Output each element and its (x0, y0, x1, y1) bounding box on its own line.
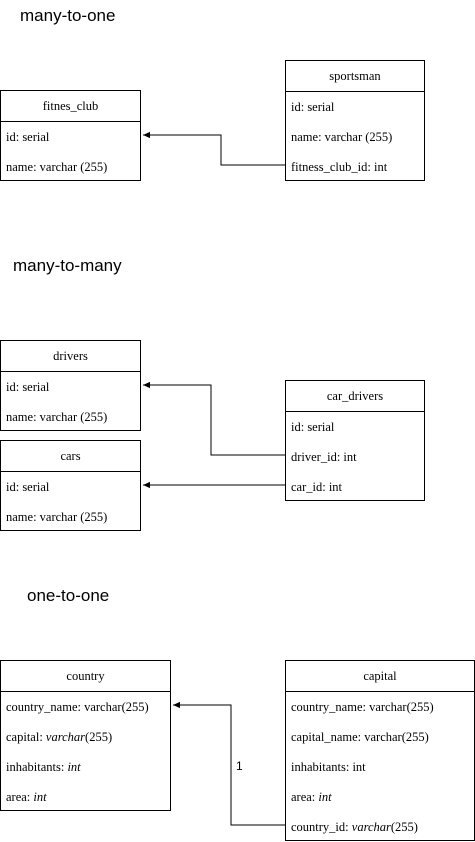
table-capital-field-country-id[interactable]: country_id: varchar(255) (286, 812, 474, 842)
table-capital-field-capital-name[interactable]: capital_name: varchar(255) (291, 730, 429, 744)
table-capital-field-area[interactable]: area: int (286, 782, 474, 812)
table-drivers-field-name[interactable]: name: varchar (255) (6, 410, 108, 424)
relation-capital-to-country[interactable] (173, 701, 285, 826)
table-fitnes-club-title: fitnes_club (1, 91, 140, 122)
table-cars-title: cars (1, 441, 140, 472)
field-type: int (33, 790, 47, 804)
table-sportsman-field-name[interactable]: name: varchar (255) (291, 130, 393, 144)
table-car-drivers-field-id[interactable]: id: serial (291, 420, 335, 434)
table-country-field-capital[interactable]: capital: varchar(255) (1, 722, 170, 752)
table-cars[interactable]: cars id: serial name: varchar (255) (0, 440, 141, 531)
field-type: varchar (45, 730, 86, 744)
table-drivers-field-id[interactable]: id: serial (6, 380, 50, 394)
table-sportsman[interactable]: sportsman id: serial name: varchar (255)… (285, 60, 425, 181)
section-title-many-to-many: many-to-many (13, 256, 122, 275)
table-cars-field-id[interactable]: id: serial (6, 480, 50, 494)
field-type: varchar (351, 820, 391, 834)
table-country-field-inhabitants[interactable]: inhabitants: int (1, 752, 170, 782)
table-country[interactable]: country country_name: varchar(255) capit… (0, 660, 171, 811)
table-fitnes-club-field-name[interactable]: name: varchar (255) (6, 160, 108, 174)
table-sportsman-field-fitness-club-id[interactable]: fitness_club_id: int (291, 160, 388, 174)
table-sportsman-title: sportsman (286, 61, 424, 92)
table-drivers-title: drivers (1, 341, 140, 372)
relation-cardinality-label: 1 (236, 759, 243, 773)
table-sportsman-field-id[interactable]: id: serial (291, 100, 335, 114)
table-car-drivers-title: car_drivers (286, 381, 424, 412)
table-capital-title: capital (286, 661, 474, 692)
field-label: country_id: (291, 820, 352, 834)
section-title-one-to-one: one-to-one (27, 586, 110, 605)
table-capital[interactable]: capital country_name: varchar(255) capit… (285, 660, 475, 841)
relation-sportsman-to-fitnes-club[interactable] (143, 131, 285, 166)
section-title-many-to-one: many-to-one (20, 6, 116, 25)
field-length: (255) (85, 730, 113, 744)
table-cars-field-name[interactable]: name: varchar (255) (6, 510, 108, 524)
field-label: area: (291, 790, 319, 804)
relation-car-drivers-to-drivers[interactable] (143, 381, 285, 456)
table-fitnes-club-field-id[interactable]: id: serial (6, 130, 50, 144)
field-type: int (318, 790, 332, 804)
table-capital-field-country-name[interactable]: country_name: varchar(255) (291, 700, 434, 714)
table-country-field-area[interactable]: area: int (1, 782, 170, 812)
table-drivers[interactable]: drivers id: serial name: varchar (255) (0, 340, 141, 431)
table-country-field-country-name[interactable]: country_name: varchar(255) (6, 700, 149, 714)
field-length: (255) (390, 820, 418, 834)
field-label: capital: (6, 730, 46, 744)
field-type: int (67, 760, 81, 774)
table-car-drivers-field-driver-id[interactable]: driver_id: int (291, 450, 357, 464)
table-car-drivers-field-car-id[interactable]: car_id: int (291, 480, 343, 494)
table-fitnes-club[interactable]: fitnes_club id: serial name: varchar (25… (0, 90, 141, 181)
table-car-drivers[interactable]: car_drivers id: serial driver_id: int ca… (285, 380, 425, 501)
field-label: inhabitants: (6, 760, 68, 774)
table-capital-field-inhabitants[interactable]: inhabitants: int (291, 760, 366, 774)
table-country-title: country (1, 661, 170, 692)
field-label: area: (6, 790, 34, 804)
